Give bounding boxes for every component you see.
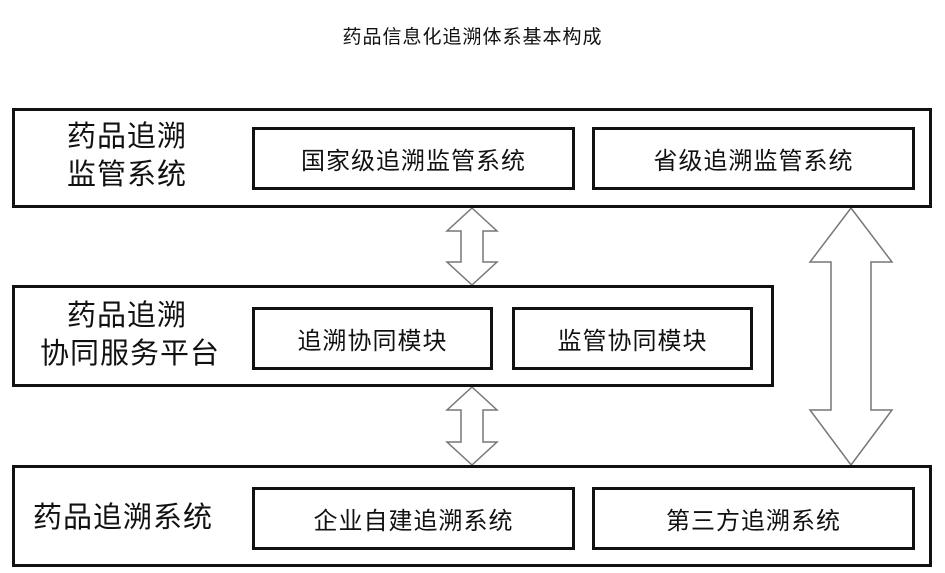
middle-bottom-double-arrow xyxy=(445,385,499,467)
traceability-layer-label: 药品追溯系统 xyxy=(33,500,214,534)
supervision-layer: 药品追溯 监管系统 国家级追溯监管系统 省级追溯监管系统 xyxy=(12,108,932,208)
platform-layer: 药品追溯 协同服务平台 追溯协同模块 监管协同模块 xyxy=(12,285,774,387)
national-supervision-box: 国家级追溯监管系统 xyxy=(252,127,575,190)
third-party-traceability-box: 第三方追溯系统 xyxy=(592,487,915,550)
supervision-layer-label: 药品追溯 监管系统 xyxy=(67,117,187,193)
platform-layer-label: 药品追溯 协同服务平台 xyxy=(40,296,220,372)
platform-label-line2: 协同服务平台 xyxy=(40,336,221,370)
top-middle-double-arrow xyxy=(445,206,499,287)
traceability-collab-box: 追溯协同模块 xyxy=(252,307,493,370)
enterprise-traceability-box: 企业自建追溯系统 xyxy=(252,487,575,550)
traceability-layer: 药品追溯系统 企业自建追溯系统 第三方追溯系统 xyxy=(12,465,932,567)
supervision-label-line1: 药品追溯 xyxy=(67,119,188,153)
diagram-title: 药品信息化追溯体系基本构成 xyxy=(342,26,603,48)
supervision-collab-box: 监管协同模块 xyxy=(512,307,753,370)
provincial-supervision-box: 省级追溯监管系统 xyxy=(592,127,915,190)
supervision-label-line2: 监管系统 xyxy=(67,157,188,191)
top-bottom-double-arrow xyxy=(808,206,894,467)
platform-label-line1: 药品追溯 xyxy=(67,298,188,332)
